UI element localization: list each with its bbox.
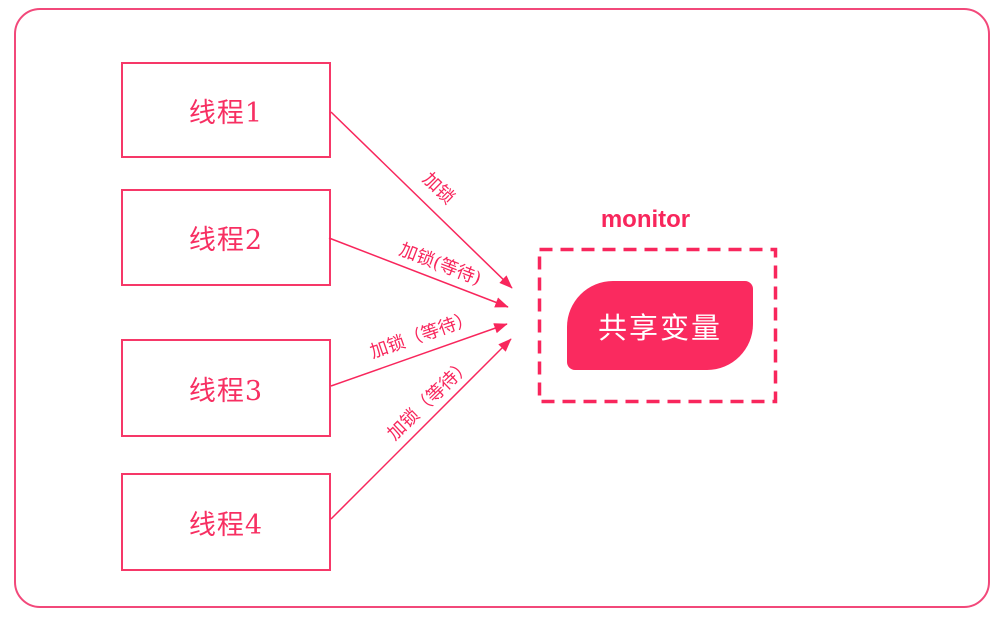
outer-border-frame	[14, 8, 990, 608]
monitor-dashed-box	[537, 247, 778, 404]
arrow-thread-1	[330, 111, 513, 289]
thread-box-3: 线程3	[121, 339, 331, 437]
thread-2-label: 线程2	[188, 225, 264, 256]
thread-1-label: 线程1	[188, 97, 264, 129]
thread-4-label: 线程4	[188, 509, 264, 541]
arrow-thread-4	[330, 338, 512, 520]
shared-variable-shape: 共享变量	[567, 281, 753, 370]
arrow-4-label: 加锁（等待）	[384, 355, 476, 445]
thread-box-1: 线程1	[121, 62, 331, 158]
arrow-2-label: 加锁(等待)	[396, 239, 484, 289]
thread-box-2: 线程2	[121, 189, 331, 286]
thread-3-label: 线程3	[188, 375, 264, 407]
monitor-label: monitor	[600, 206, 691, 233]
arrow-thread-2	[328, 237, 509, 308]
thread-box-4: 线程4	[121, 473, 331, 571]
arrow-thread-3	[330, 323, 508, 387]
shared-variable-label: 共享变量	[597, 310, 722, 345]
